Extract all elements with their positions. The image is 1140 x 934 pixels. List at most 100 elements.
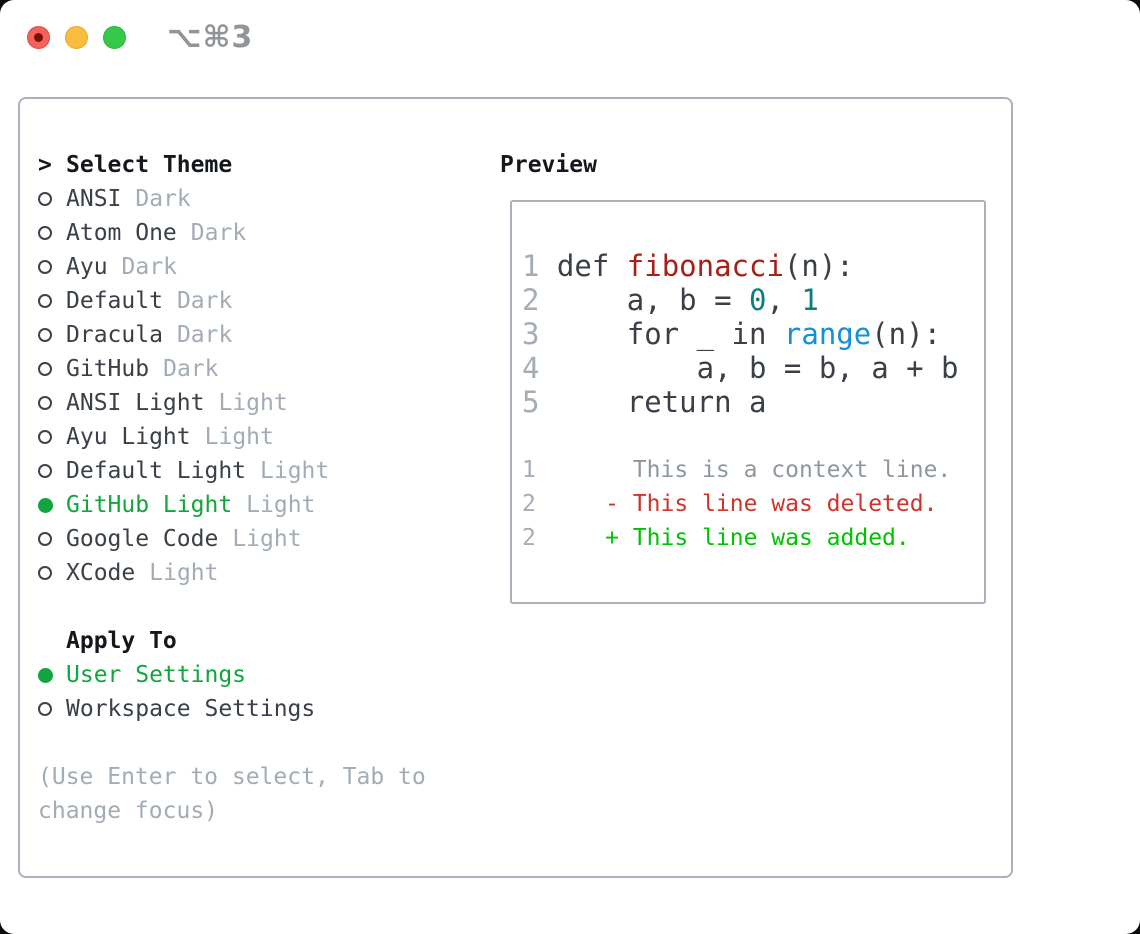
apply-to-list: User Settings Workspace Settings bbox=[38, 658, 426, 726]
line-number: 3 bbox=[522, 317, 540, 351]
code-segment: (n): bbox=[871, 317, 942, 351]
option-variant-tag: Light bbox=[149, 560, 219, 586]
code-line: 2 a, b = 0, 1 bbox=[522, 283, 984, 317]
option-variant-tag: Light bbox=[232, 526, 302, 552]
option-name: Workspace Settings bbox=[66, 696, 316, 722]
marker bbox=[38, 497, 66, 513]
code-segment: return a bbox=[539, 385, 767, 419]
code-segment: 0 bbox=[748, 283, 767, 317]
option-variant-tag: Light bbox=[204, 424, 274, 450]
modified-dot-icon bbox=[34, 32, 43, 42]
preview-title: Preview bbox=[500, 152, 597, 178]
theme-option[interactable]: Ayu Dark bbox=[38, 250, 426, 284]
option-variant-tag: Dark bbox=[176, 322, 233, 348]
theme-option[interactable]: ANSI Light Light bbox=[38, 386, 426, 420]
theme-option[interactable]: Dracula Dark bbox=[38, 318, 426, 352]
option-name: Default Light bbox=[66, 458, 247, 484]
option-name: GitHub Light bbox=[66, 492, 233, 518]
minimize-button[interactable] bbox=[65, 25, 88, 49]
diff-line: 1 This is a context line. bbox=[522, 453, 984, 487]
radio-icon bbox=[38, 362, 52, 376]
option-name: ANSI Light bbox=[66, 390, 205, 416]
line-number: 1 bbox=[522, 457, 536, 483]
theme-option[interactable]: Atom One Dark bbox=[38, 216, 426, 250]
code-segment: (n): bbox=[783, 249, 854, 283]
radio-icon bbox=[38, 702, 52, 716]
radio-icon bbox=[38, 667, 53, 683]
theme-option[interactable]: Default Dark bbox=[38, 284, 426, 318]
marker bbox=[38, 702, 66, 716]
code-segment: 1 bbox=[801, 283, 819, 317]
marker bbox=[38, 667, 66, 683]
option-variant-tag: Light bbox=[218, 390, 288, 416]
select-theme-header: > Select Theme bbox=[38, 148, 426, 182]
prompt-icon: > bbox=[38, 152, 52, 178]
theme-option[interactable]: XCode Light bbox=[38, 556, 426, 590]
radio-icon bbox=[38, 396, 52, 410]
theme-option[interactable]: ANSI Dark bbox=[38, 182, 426, 216]
spacer bbox=[38, 590, 426, 624]
radio-icon bbox=[38, 497, 53, 513]
radio-icon bbox=[38, 192, 52, 206]
diff-line: 2 - This line was deleted. bbox=[522, 487, 984, 521]
code-segment: for _ in bbox=[539, 317, 784, 351]
code-segment: a, b = bbox=[539, 283, 749, 317]
option-name: XCode bbox=[66, 560, 136, 586]
option-name: Ayu Light bbox=[66, 424, 191, 450]
theme-option[interactable]: GitHub Dark bbox=[38, 352, 426, 386]
marker bbox=[38, 328, 66, 342]
line-number: 4 bbox=[522, 351, 540, 385]
option-name: Atom One bbox=[66, 220, 177, 246]
option-variant-tag: Dark bbox=[135, 186, 191, 212]
theme-option[interactable]: Default Light Light bbox=[38, 454, 426, 488]
option-variant-tag: Dark bbox=[163, 356, 219, 382]
theme-selector-panel: > Select Theme ANSI Dark Atom One Dark A… bbox=[18, 97, 1013, 878]
spacer bbox=[38, 726, 426, 760]
help-line: change focus) bbox=[38, 798, 219, 824]
theme-option[interactable]: Google Code Light bbox=[38, 522, 426, 556]
radio-icon bbox=[38, 328, 52, 342]
code-segment: fibonacci bbox=[626, 249, 784, 283]
code-line: 5 return a bbox=[522, 385, 984, 419]
code-segment: def bbox=[539, 249, 627, 283]
zoom-button[interactable] bbox=[103, 25, 126, 49]
option-name: User Settings bbox=[66, 662, 247, 688]
line-number: 1 bbox=[522, 249, 540, 283]
apply-to-title: Apply To bbox=[66, 628, 177, 654]
code-line: 3 for _ in range(n): bbox=[522, 317, 984, 351]
marker bbox=[38, 362, 66, 376]
theme-list-column: > Select Theme ANSI Dark Atom One Dark A… bbox=[38, 148, 426, 828]
option-variant-tag: Dark bbox=[176, 288, 233, 314]
theme-option[interactable]: Ayu Light Light bbox=[38, 420, 426, 454]
option-name: Ayu bbox=[66, 254, 108, 280]
apply-to-option[interactable]: Workspace Settings bbox=[38, 692, 426, 726]
close-button[interactable] bbox=[27, 25, 50, 49]
diff-text: + This line was added. bbox=[535, 525, 910, 551]
option-name: Google Code bbox=[66, 526, 219, 552]
radio-icon bbox=[38, 226, 52, 240]
line-number: 5 bbox=[522, 385, 540, 419]
line-number: 2 bbox=[522, 283, 540, 317]
option-name: Default bbox=[66, 288, 163, 314]
option-name: ANSI bbox=[66, 186, 122, 212]
marker bbox=[38, 430, 66, 444]
blank-line bbox=[522, 419, 984, 453]
apply-to-header: Apply To bbox=[38, 624, 426, 658]
theme-option[interactable]: GitHub Light Light bbox=[38, 488, 426, 522]
marker bbox=[38, 566, 66, 580]
marker bbox=[38, 260, 66, 274]
radio-icon bbox=[38, 566, 52, 580]
titlebar: ⌥⌘3 bbox=[0, 0, 1140, 74]
apply-to-option[interactable]: User Settings bbox=[38, 658, 426, 692]
line-number: 2 bbox=[522, 525, 536, 551]
option-variant-tag: Light bbox=[246, 492, 316, 518]
code-line: 4 a, b = b, a + b bbox=[522, 351, 984, 385]
code-line: 1 def fibonacci(n): bbox=[522, 249, 984, 283]
radio-icon bbox=[38, 260, 52, 274]
diff-text: - This line was deleted. bbox=[535, 491, 938, 517]
line-number: 2 bbox=[522, 491, 536, 517]
